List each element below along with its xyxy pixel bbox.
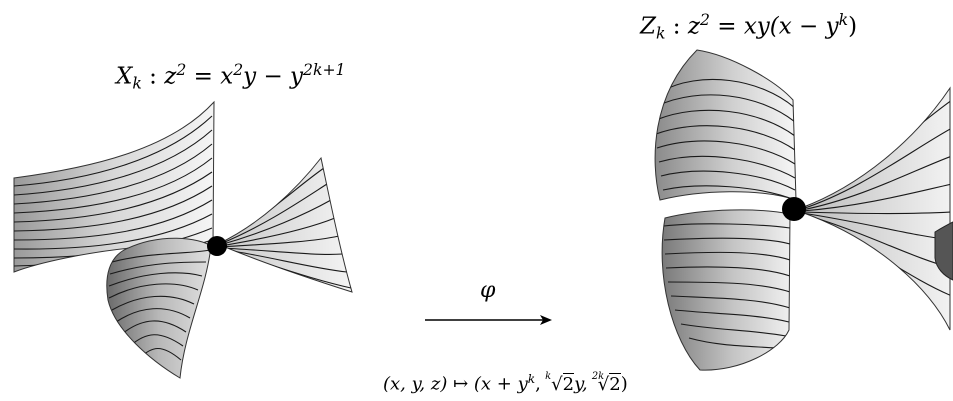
surface-xk-back-sheet — [13, 100, 215, 273]
arrow-label-phi: φ — [480, 278, 496, 303]
arrow-phi — [425, 315, 552, 325]
surface-xk-back-contours — [14, 115, 213, 267]
surface-zk-right-cone — [800, 86, 951, 331]
equation-xk: Xk : z2 = x2y − y2k+1 — [116, 60, 346, 93]
mapping-formula: (x, y, z) ↦ (x + yk, k√2y, 2k√2) — [383, 371, 628, 395]
surface-zk-bottom-contours — [663, 223, 790, 349]
surface-zk-top-contours — [655, 78, 796, 200]
surface-zk — [654, 49, 953, 371]
singular-point-zk — [782, 197, 806, 221]
singular-point-xk — [207, 236, 227, 256]
surface-xk — [13, 100, 353, 379]
surface-zk-dark-edge — [934, 221, 953, 281]
surface-zk-top-bowl — [654, 49, 797, 201]
surface-zk-bottom-bowl — [661, 209, 791, 371]
root-2k: 2k√2 — [591, 371, 621, 395]
surface-xk-right-cone — [216, 156, 353, 293]
root-k: k√2 — [545, 371, 575, 395]
equation-zk: Zk : z2 = xy(x − yk) — [640, 10, 858, 43]
